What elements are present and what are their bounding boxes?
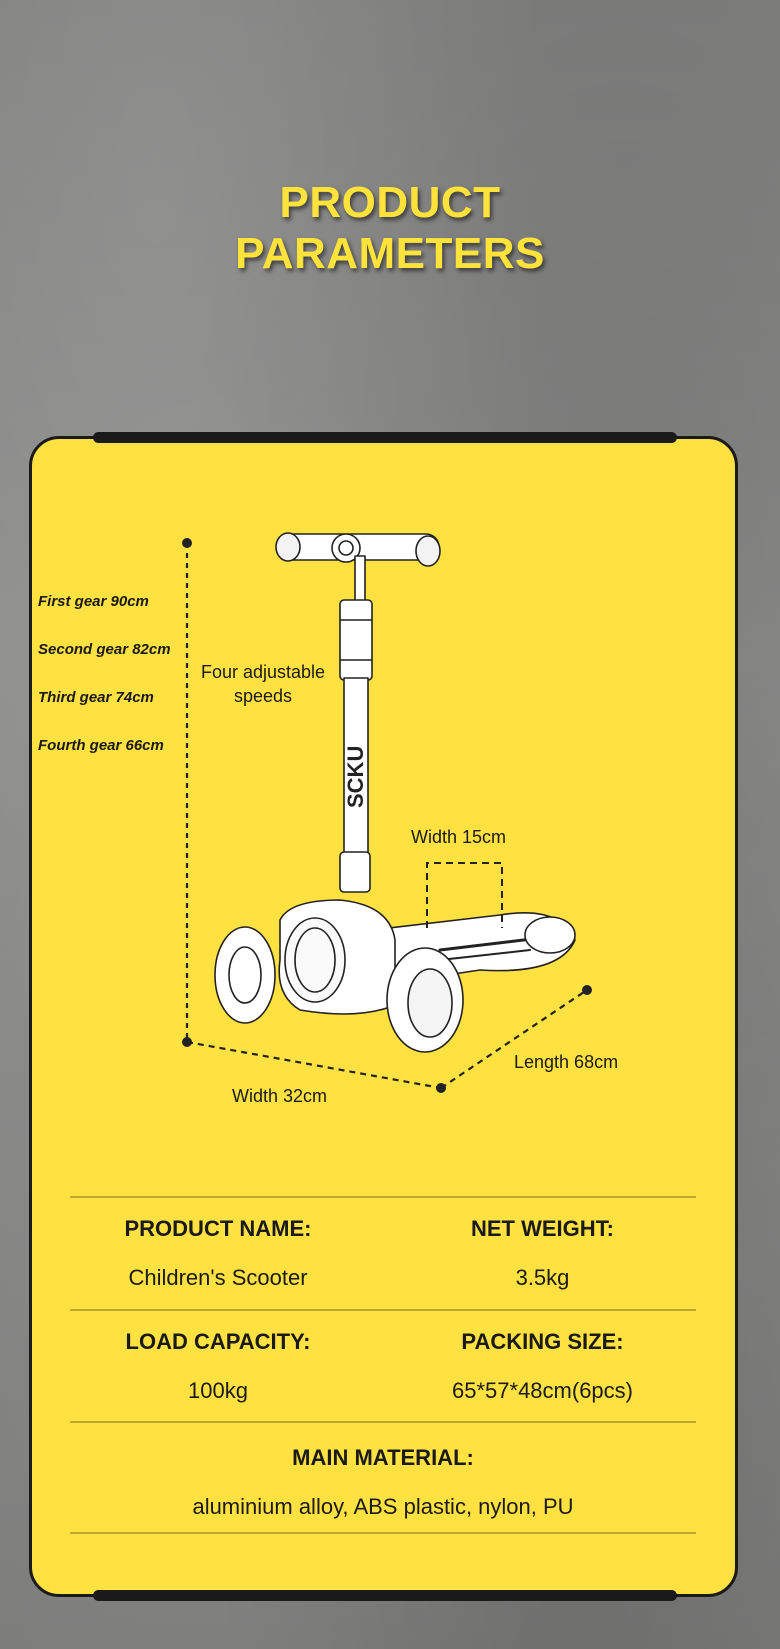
gear-label-1: First gear 90cm — [38, 593, 149, 610]
spec-divider — [70, 1309, 696, 1311]
parameters-card — [29, 436, 738, 1597]
length-label: Length 68cm — [514, 1052, 619, 1072]
card-top-bar — [93, 432, 677, 443]
packing-size-label: PACKING SIZE: — [461, 1329, 624, 1354]
adjustable-label: Four adjustable speeds — [188, 660, 338, 708]
upper-stem — [339, 599, 373, 681]
load-capacity-value: 100kg — [188, 1378, 248, 1403]
gear-label-4: Fourth gear 66cm — [38, 737, 164, 754]
spec-divider — [70, 1532, 696, 1534]
spec-divider — [70, 1421, 696, 1423]
packing-size-value: 65*57*48cm(6pcs) — [452, 1378, 633, 1403]
adjustable-label-line1: Four adjustable — [200, 662, 326, 682]
card-bottom-bar — [93, 1590, 677, 1601]
load-capacity-label: LOAD CAPACITY: — [125, 1329, 311, 1354]
deck-width-label: Width 15cm — [411, 827, 507, 847]
base-width-label: Width 32cm — [232, 1086, 328, 1106]
product-name-label: PRODUCT NAME: — [124, 1216, 312, 1241]
spec-divider — [70, 1196, 696, 1198]
lower-stem — [343, 677, 369, 859]
page-title-line2: PARAMETERS — [235, 229, 545, 278]
length-dimension-line — [440, 989, 588, 1089]
width-dimension-line — [186, 1040, 442, 1090]
product-name-value: Children's Scooter — [128, 1265, 308, 1290]
net-weight-value: 3.5kg — [515, 1265, 570, 1290]
main-material-label: MAIN MATERIAL: — [292, 1445, 474, 1470]
front-left-wheel — [214, 926, 276, 1024]
gear-label-2: Second gear 82cm — [38, 641, 171, 658]
handlebar — [275, 532, 441, 607]
net-weight-label: NET WEIGHT: — [471, 1216, 614, 1241]
brand-logo: SCKU — [343, 746, 368, 808]
adjustable-label-line2: speeds — [233, 686, 293, 706]
gear-label-3: Third gear 74cm — [38, 689, 154, 706]
page-title-line1: PRODUCT — [279, 178, 501, 227]
main-material-value: aluminium alloy, ABS plastic, nylon, PU — [192, 1494, 574, 1519]
deck-width-marker — [426, 862, 503, 928]
